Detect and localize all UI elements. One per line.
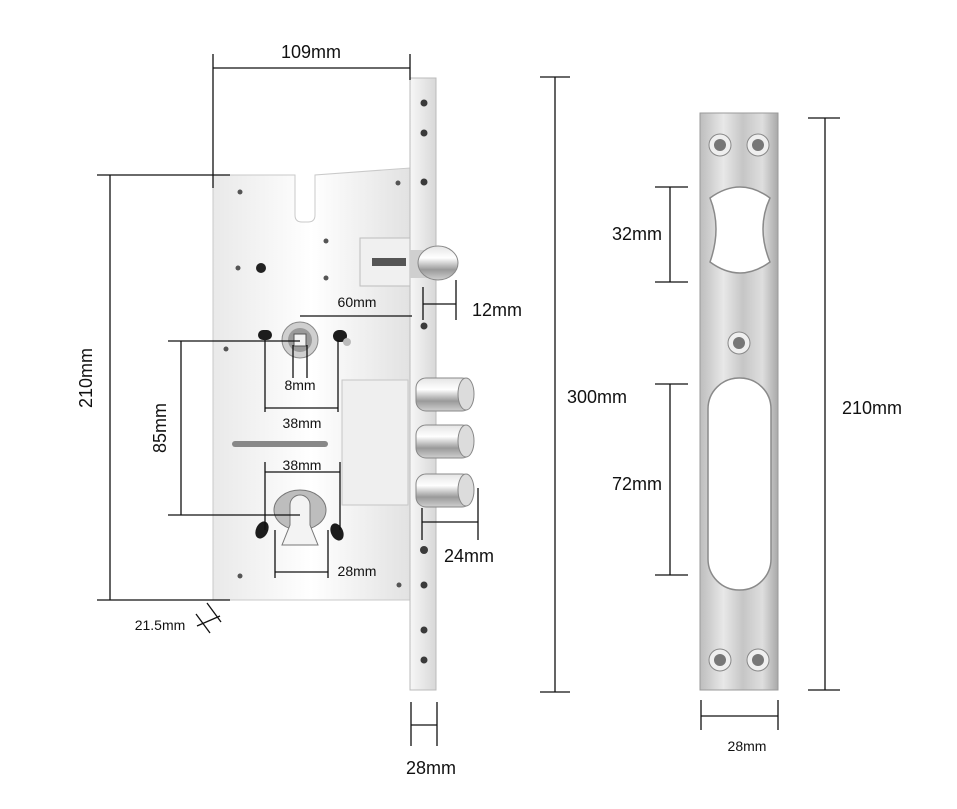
strike-dimension-lines (655, 117, 840, 730)
latch-spring (372, 258, 406, 266)
strike-plate (699, 112, 779, 691)
slot-left (258, 330, 272, 340)
strike-top-holes (708, 133, 770, 157)
deadbolt-3 (415, 473, 475, 508)
slot-right (333, 330, 347, 342)
strike-long-opening (707, 377, 772, 591)
label-38mm-top: 38mm (283, 415, 322, 431)
spindle-hub (281, 321, 319, 359)
strike-middle-hole (727, 331, 751, 355)
label-38mm-mid: 38mm (283, 457, 322, 473)
inner-panel (341, 379, 409, 506)
strike-dimension-labels: 32mm 72mm 210mm 28mm (612, 224, 902, 754)
label-28mm-strike: 28mm (728, 738, 767, 754)
faceplate-holes (420, 99, 428, 664)
label-8mm: 8mm (284, 377, 315, 393)
label-60mm: 60mm (338, 294, 377, 310)
label-24mm: 24mm (444, 546, 494, 566)
deadbolt-2 (415, 424, 475, 459)
label-72mm: 72mm (612, 474, 662, 494)
label-210mm-strike: 210mm (842, 398, 902, 418)
label-32mm: 32mm (612, 224, 662, 244)
lock-dimension-labels: 109mm 210mm 300mm 12mm 60mm 8mm 38mm 85m… (76, 42, 627, 778)
strike-bottom-holes (708, 648, 770, 672)
slot-right-pin (343, 338, 351, 346)
cylinder-hole (255, 489, 344, 546)
strike-upper-opening (709, 186, 771, 274)
label-12mm: 12mm (472, 300, 522, 320)
label-85mm: 85mm (150, 403, 170, 453)
mid-slot (232, 441, 328, 447)
label-28mm-faceplate: 28mm (406, 758, 456, 778)
label-300mm: 300mm (567, 387, 627, 407)
latch-bolt (410, 245, 459, 281)
label-28mm-cylinder: 28mm (338, 563, 377, 579)
lock-dimension-lines (97, 54, 570, 746)
deadbolt-1 (415, 377, 475, 412)
lock-body (212, 77, 475, 691)
label-109mm: 109mm (281, 42, 341, 62)
case-holes (223, 180, 402, 588)
label-210mm-body: 210mm (76, 348, 96, 408)
label-21-5mm: 21.5mm (135, 617, 186, 633)
